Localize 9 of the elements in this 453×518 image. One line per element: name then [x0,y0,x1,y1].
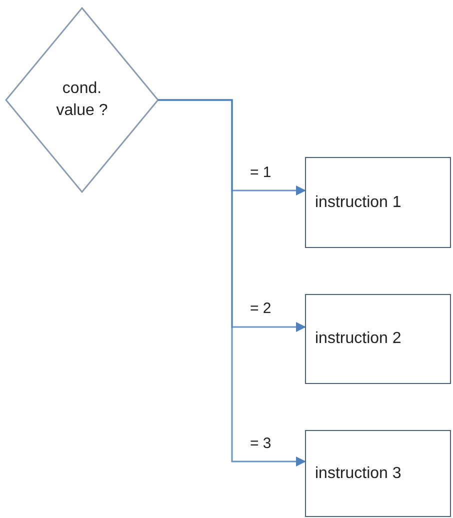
node-text: instruction 2 [315,329,402,350]
node-text: instruction 3 [315,464,402,484]
node-text: cond. value ? [55,79,109,121]
process-box [305,294,451,384]
edge-label: = 3 [248,434,274,452]
arrow [158,99,306,466]
process-box [305,430,451,517]
node-text: instruction 1 [315,192,402,213]
process-box [305,157,451,248]
